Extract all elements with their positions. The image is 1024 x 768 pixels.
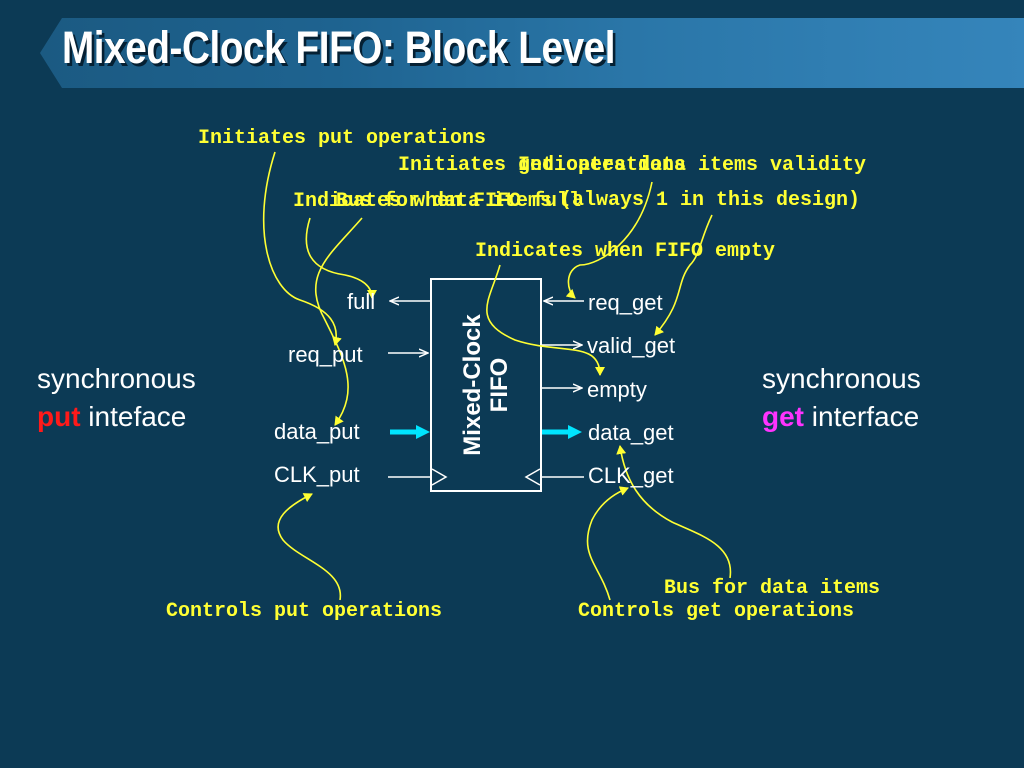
get-interface-line2: get interface	[762, 398, 921, 436]
put-interface-rest: inteface	[80, 401, 187, 432]
get-interface-rest: interface	[804, 401, 920, 432]
note-bus-get: Bus for data items	[664, 577, 881, 600]
put-keyword: put	[37, 401, 81, 432]
note-initiates-get: Initiates get operations	[398, 154, 687, 177]
fifo-block	[430, 278, 542, 492]
signal-req-get: req_get	[588, 290, 663, 315]
note-bus-put: Bus for data items	[336, 190, 553, 213]
callout-initiates-get	[565, 181, 653, 299]
callout-indicates-full	[305, 217, 377, 299]
data-get-bus-arrow	[542, 425, 582, 439]
put-interface-line1: synchronous	[37, 363, 196, 394]
callout-bus-put	[314, 217, 363, 426]
slide-title: Mixed-Clock FIFO: Block Level	[62, 22, 616, 73]
title-bar	[40, 18, 1024, 88]
signal-data-put: data_put	[274, 419, 360, 444]
signal-data-get: data_get	[588, 420, 674, 445]
note-indicates-validity: Indicates data items validity	[518, 154, 867, 177]
get-interface-label: synchronous get interface	[762, 360, 921, 436]
note-initiates-put: Initiates put operations	[198, 127, 487, 150]
put-interface-label: synchronous put inteface	[37, 360, 196, 436]
note-always-one: (always 1 in this design)	[560, 189, 861, 212]
note-controls-get: Controls get operations	[578, 600, 855, 623]
callout-controls-put	[277, 493, 341, 601]
note-indicates-full: Indicates when FIFO full	[293, 190, 582, 213]
signal-req-put: req_put	[288, 342, 363, 367]
signal-empty: empty	[587, 377, 647, 402]
note-controls-put: Controls put operations	[166, 600, 443, 623]
callout-controls-get	[586, 486, 629, 601]
data-put-bus-arrow	[390, 425, 430, 439]
callout-validity	[654, 214, 713, 336]
put-interface-line2: put inteface	[37, 398, 196, 436]
signal-valid-get: valid_get	[587, 333, 676, 358]
signal-clk-put: CLK_put	[274, 462, 360, 487]
clk-get-triangle	[524, 468, 541, 486]
get-interface-line1: synchronous	[762, 363, 921, 394]
callout-initiates-put	[262, 151, 342, 346]
signal-full: full	[347, 289, 376, 314]
callout-bus-get	[616, 445, 732, 579]
callout-empty	[486, 264, 605, 376]
signal-clk-get: CLK_get	[588, 463, 674, 488]
get-keyword: get	[762, 401, 804, 432]
clk-put-triangle	[431, 468, 448, 486]
note-indicates-empty: Indicates when FIFO empty	[475, 240, 776, 263]
